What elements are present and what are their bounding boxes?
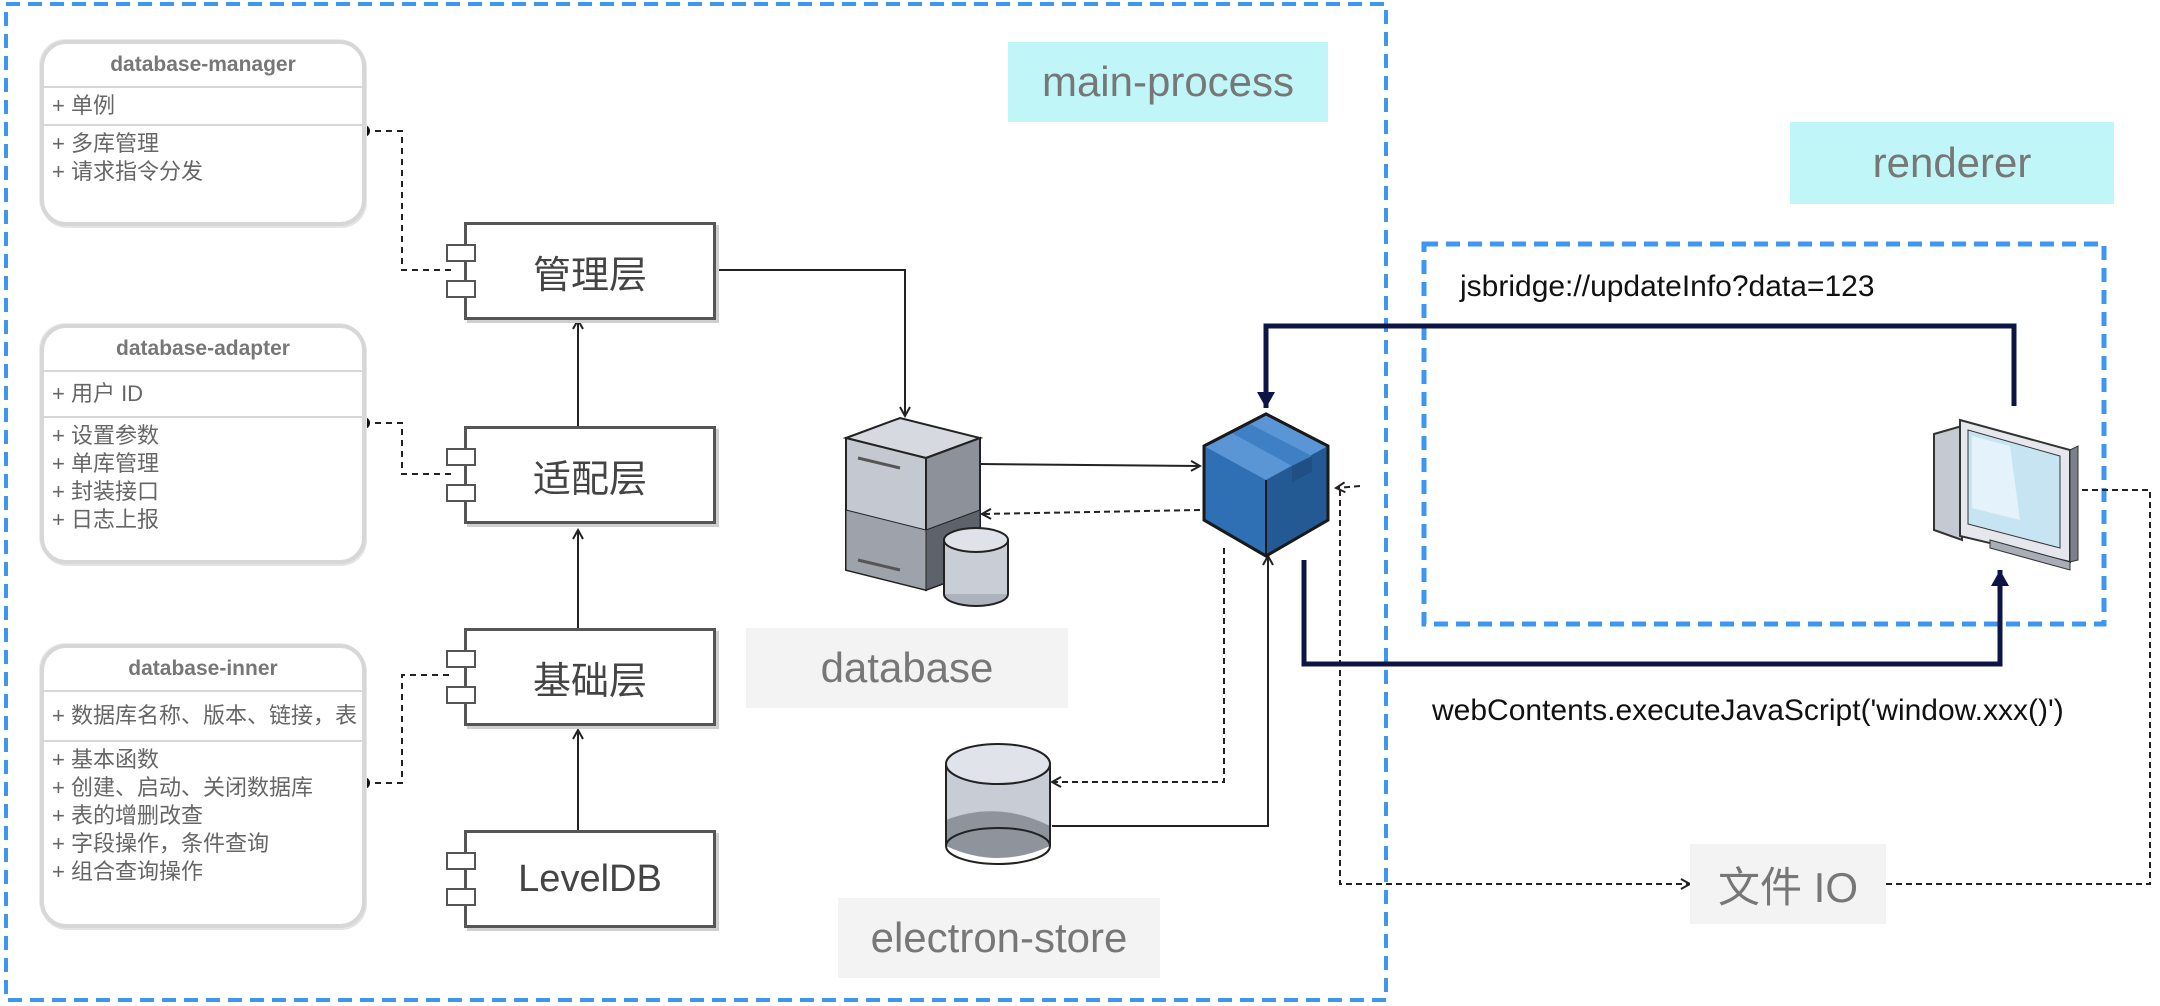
renderer-region [1421,241,2107,627]
class-method: + 表的增删改查 [52,803,203,828]
inner-link [358,674,452,789]
cube-to-store-arrow [1052,548,1225,782]
class-attributes: + 单例 [44,88,362,126]
server-database-icon [842,416,1009,607]
execute-js-arrow [1301,560,2009,667]
class-method: + 组合查询操作 [52,859,203,884]
electron-store-label: electron-store [838,898,1160,978]
cylinder-store-icon [945,743,1051,865]
class-method: + 日志上报 [52,507,159,532]
database-label: database [746,628,1068,708]
class-title: database-manager [44,44,362,88]
class-attribute: + 单例 [52,93,115,118]
class-database-adapter: database-adapter + 用户 ID + 设置参数 + 单库管理 +… [40,324,366,564]
class-method: + 请求指令分发 [52,159,203,184]
class-attributes: + 数据库名称、版本、链接，表 [44,692,362,742]
class-method: + 多库管理 [52,131,159,156]
class-database-inner: database-inner + 数据库名称、版本、链接，表 + 基本函数 + … [40,644,366,928]
layer-adapter: 适配层 [464,426,716,524]
manager-to-database-arrow [712,269,905,416]
main-process-region [4,2,1388,1002]
class-attribute: + 数据库名称、版本、链接，表 [52,703,357,728]
class-attributes: + 用户 ID [44,372,362,418]
class-method: + 封装接口 [52,479,159,504]
class-method: + 设置参数 [52,423,159,448]
class-title: database-adapter [44,328,362,372]
store-to-cube-arrow [1052,556,1268,827]
fileio-to-cube-arrow [1886,490,2151,885]
class-method: + 基本函数 [52,747,159,772]
layer-management: 管理层 [464,222,716,320]
jsbridge-label: jsbridge://updateInfo?data=123 [1460,270,1875,303]
execute-js-label: webContents.executeJavaScript('window.xx… [1432,694,2064,727]
manager-link [358,125,452,271]
class-methods: + 基本函数 + 创建、启动、关闭数据库 + 表的增删改查 + 字段操作，条件查… [44,742,362,890]
class-method: + 单库管理 [52,451,159,476]
class-attribute: + 用户 ID [52,381,144,406]
package-cube-icon [1202,412,1330,558]
class-methods: + 设置参数 + 单库管理 + 封装接口 + 日志上报 [44,418,362,538]
renderer-window-icon [1933,418,2079,571]
class-database-manager: database-manager + 单例 + 多库管理 + 请求指令分发 [40,40,366,226]
renderer-label: renderer [1790,122,2114,204]
class-method: + 创建、启动、关闭数据库 [52,775,313,800]
fileio-return-arrow [1336,486,1361,488]
class-methods: + 多库管理 + 请求指令分发 [44,126,362,190]
cube-to-fileio-arrow [1339,490,1690,884]
adapter-link [358,417,452,475]
layer-base: 基础层 [464,628,716,726]
layer-leveldb: LevelDB [464,830,716,928]
class-method: + 字段操作，条件查询 [52,831,269,856]
jsbridge-arrow [1257,323,2017,408]
main-process-label: main-process [1008,42,1328,122]
database-to-cube-arrow [979,464,1200,466]
file-io-label: 文件 IO [1690,844,1886,924]
class-title: database-inner [44,648,362,692]
cube-to-database-arrow [982,510,1201,514]
